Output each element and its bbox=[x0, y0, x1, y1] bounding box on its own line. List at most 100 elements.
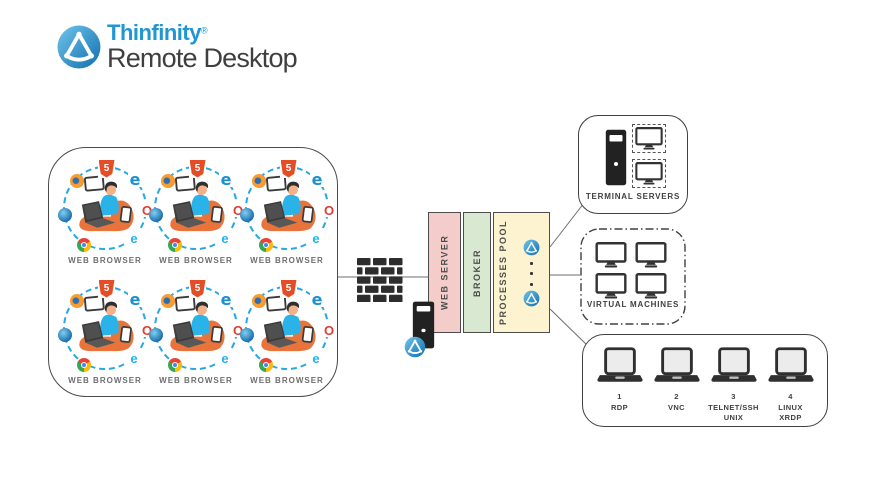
web-browser-label: WEB BROWSER bbox=[159, 376, 233, 385]
protocol-number: 2 bbox=[674, 392, 679, 401]
protocol-label: 3 TELNET/SSH UNIX bbox=[706, 392, 762, 424]
browser-ring: 5 e O e bbox=[58, 279, 154, 372]
web-browser-label: WEB BROWSER bbox=[250, 376, 324, 385]
web-browser-client: 5 e O e WEB BROWSER bbox=[149, 279, 245, 385]
protocol-number: 1 bbox=[617, 392, 622, 401]
html5-icon: 5 bbox=[189, 159, 206, 178]
tower-server-icon bbox=[605, 129, 627, 186]
protocol-host: 2 VNC bbox=[649, 347, 705, 413]
logo-text: Thinfinity® Remote Desktop bbox=[107, 20, 298, 73]
ie-icon: e bbox=[127, 231, 141, 245]
virtual-session-monitor bbox=[632, 124, 666, 153]
html5-icon: 5 bbox=[98, 159, 115, 178]
protocol-host: 1 RDP bbox=[592, 347, 648, 413]
virtual-machines-box: VIRTUAL MACHINES bbox=[580, 228, 686, 325]
thinfinity-process-icon bbox=[523, 290, 540, 307]
html5-icon: 5 bbox=[280, 159, 297, 178]
firefox-icon bbox=[70, 174, 84, 188]
safari-icon bbox=[149, 208, 163, 222]
broker-label: BROKER bbox=[472, 248, 482, 297]
protocol-number: 4 bbox=[788, 392, 793, 401]
thinfinity-ball-icon bbox=[56, 24, 102, 70]
browser-ring: 5 e O e bbox=[58, 159, 154, 252]
thinfinity-logo: Thinfinity® Remote Desktop bbox=[56, 20, 298, 73]
monitor-icon bbox=[635, 162, 663, 185]
protocol-label: 1 RDP bbox=[592, 392, 648, 413]
web-browser-label: WEB BROWSER bbox=[68, 376, 142, 385]
edge-icon: e bbox=[219, 170, 233, 189]
browser-ring: 5 e O e bbox=[149, 279, 245, 372]
chrome-icon bbox=[168, 238, 182, 252]
web-browser-label: WEB BROWSER bbox=[68, 256, 142, 265]
edge-icon: e bbox=[128, 290, 142, 309]
protocol-label: 4 LINUX XRDP bbox=[763, 392, 819, 424]
safari-icon bbox=[240, 208, 254, 222]
web-browser-client: 5 e O e WEB BROWSER bbox=[149, 159, 245, 265]
html5-icon: 5 bbox=[98, 279, 115, 298]
protocol-name: VNC bbox=[667, 402, 686, 412]
chrome-icon bbox=[77, 358, 91, 372]
vm-monitor-grid bbox=[595, 242, 671, 299]
chrome-icon bbox=[168, 358, 182, 372]
ie-icon: e bbox=[218, 351, 232, 365]
gateway-stack: WEB SERVER BROKER PROCESSES POOL bbox=[428, 212, 550, 333]
ie-icon: e bbox=[309, 231, 323, 245]
monitor-icon bbox=[635, 242, 667, 268]
opera-icon: O bbox=[322, 322, 336, 338]
web-browser-client: 5 e O e WEB BROWSER bbox=[58, 159, 154, 265]
terminal-servers-label: TERMINAL SERVERS bbox=[585, 192, 681, 201]
safari-icon bbox=[149, 328, 163, 342]
processes-pool-label: PROCESSES POOL bbox=[498, 219, 508, 326]
virtual-machines-label: VIRTUAL MACHINES bbox=[586, 300, 680, 309]
broker-column: BROKER bbox=[463, 212, 491, 333]
opera-icon: O bbox=[322, 202, 336, 218]
edge-icon: e bbox=[310, 170, 324, 189]
firefox-icon bbox=[161, 294, 175, 308]
protocol-label: 2 VNC bbox=[649, 392, 705, 413]
web-browser-client: 5 e O e WEB BROWSER bbox=[240, 159, 336, 265]
brand-name: Thinfinity bbox=[107, 20, 201, 45]
ellipsis-dot bbox=[530, 283, 533, 286]
processes-pool-column: PROCESSES POOL bbox=[493, 212, 550, 333]
ie-icon: e bbox=[127, 351, 141, 365]
thinfinity-process-icon bbox=[523, 239, 540, 256]
edge-icon: e bbox=[310, 290, 324, 309]
browser-ring: 5 e O e bbox=[240, 159, 336, 252]
dash-dot-border bbox=[580, 228, 686, 325]
ellipsis-dot bbox=[530, 272, 533, 275]
ellipsis-dot bbox=[530, 262, 533, 265]
firewall-icon bbox=[357, 258, 403, 302]
browser-ring: 5 e O e bbox=[240, 279, 336, 372]
monitor-icon bbox=[635, 273, 667, 299]
web-browser-label: WEB BROWSER bbox=[159, 256, 233, 265]
monitor-icon bbox=[635, 127, 663, 150]
protocol-number: 3 bbox=[731, 392, 736, 401]
web-browser-client: 5 e O e WEB BROWSER bbox=[58, 279, 154, 385]
protocol-name: RDP bbox=[610, 402, 629, 412]
ie-icon: e bbox=[309, 351, 323, 365]
firefox-icon bbox=[252, 294, 266, 308]
laptop-icon bbox=[597, 347, 643, 384]
edge-icon: e bbox=[219, 290, 233, 309]
chrome-icon bbox=[77, 238, 91, 252]
html5-icon: 5 bbox=[280, 279, 297, 298]
terminal-servers-box: TERMINAL SERVERS bbox=[578, 115, 688, 214]
web-browsers-group-box: 5 e O e WEB BROWSER 5 e O e WEB BROWSE bbox=[48, 147, 338, 397]
protocols-box: 1 RDP 2 VNC 3 TELNET/SSH UNIX 4 bbox=[582, 334, 828, 427]
virtual-session-monitor bbox=[632, 159, 666, 188]
web-browser-client: 5 e O e WEB BROWSER bbox=[240, 279, 336, 385]
product-name: Remote Desktop bbox=[107, 43, 298, 73]
chrome-icon bbox=[259, 238, 273, 252]
ie-icon: e bbox=[218, 231, 232, 245]
protocol-name: LINUX bbox=[778, 402, 803, 412]
chrome-icon bbox=[259, 358, 273, 372]
monitor-icon bbox=[595, 273, 627, 299]
browser-ring: 5 e O e bbox=[149, 159, 245, 252]
protocol-name-2: XRDP bbox=[779, 413, 802, 422]
html5-icon: 5 bbox=[189, 279, 206, 298]
laptop-icon bbox=[768, 347, 814, 384]
protocol-host: 4 LINUX XRDP bbox=[763, 347, 819, 424]
firefox-icon bbox=[252, 174, 266, 188]
monitor-icon bbox=[595, 242, 627, 268]
